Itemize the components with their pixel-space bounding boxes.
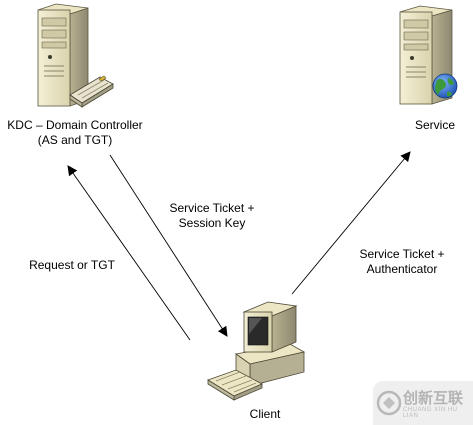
- kdc-server-icon: [37, 3, 114, 108]
- kdc-label-line1: KDC – Domain Controller: [7, 118, 143, 132]
- service-ticket-auth-line2: Authenticator: [366, 262, 438, 276]
- service-ticket-session-label: Service Ticket + Session Key: [152, 201, 272, 231]
- watermark: 创新互联 CHUANG XIN HU LIAN: [373, 381, 473, 425]
- service-label: Service: [414, 118, 455, 132]
- watermark-logo-icon: [376, 390, 402, 416]
- arrow-kdc-to-client: [109, 154, 228, 337]
- watermark-text: 创新互联: [403, 390, 464, 407]
- service-ticket-auth-label: Service Ticket + Authenticator: [342, 247, 462, 277]
- service-ticket-session-line2: Session Key: [178, 216, 246, 230]
- kdc-label: KDC – Domain Controller (AS and TGT): [0, 118, 150, 148]
- arrow-client-to-service: [291, 151, 411, 295]
- arrow-request-to-kdc: [67, 165, 191, 341]
- client-computer-icon: [207, 301, 306, 401]
- service-ticket-auth-line1: Service Ticket +: [359, 247, 445, 261]
- watermark-subtext: CHUANG XIN HU LIAN: [403, 407, 458, 419]
- client-label: Client: [249, 407, 281, 421]
- service-ticket-session-line1: Service Ticket +: [169, 201, 255, 215]
- request-tgt-label: Request or TGT: [29, 258, 115, 272]
- kdc-label-line2: (AS and TGT): [37, 133, 113, 147]
- globe-icon: [432, 73, 458, 99]
